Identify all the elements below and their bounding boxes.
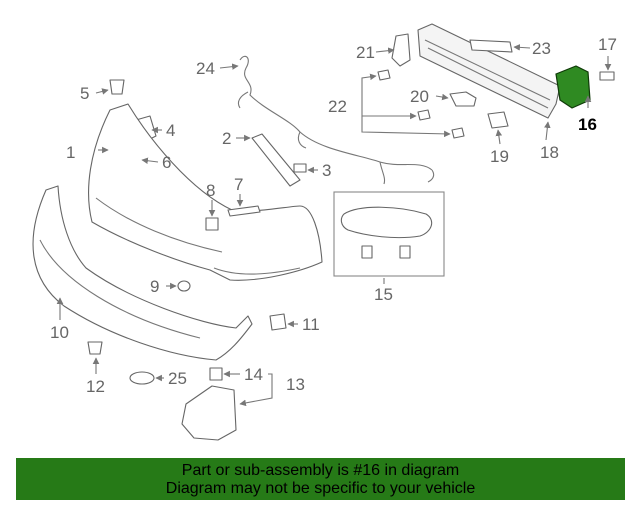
part-info-line: Part or sub-assembly is #16 in diagram	[181, 462, 460, 479]
trim-strip[interactable]	[227, 205, 261, 217]
callout-12: 12	[86, 377, 105, 396]
clip-12[interactable]	[87, 341, 103, 355]
disclaimer-line: Diagram may not be specific to your vehi…	[165, 480, 476, 497]
callout-24: 24	[196, 59, 215, 78]
callout-18: 18	[540, 143, 559, 162]
callout-19: 19	[490, 147, 509, 166]
label-plate[interactable]	[205, 217, 219, 231]
side-bracket-strip[interactable]	[251, 133, 301, 187]
bracket-bar[interactable]	[469, 39, 513, 53]
small-mount[interactable]	[449, 91, 477, 107]
wiring-harness[interactable]	[237, 55, 435, 185]
callout-16-highlighted: 16	[578, 115, 597, 134]
callout-21: 21	[356, 43, 375, 62]
callout-8: 8	[206, 181, 215, 200]
bumper-cover[interactable]	[88, 103, 323, 281]
bolt-17[interactable]	[599, 71, 615, 81]
callout-9: 9	[150, 277, 159, 296]
cap-25[interactable]	[129, 371, 155, 385]
stay-bracket[interactable]	[487, 111, 509, 129]
callout-1: 1	[66, 143, 75, 162]
callout-4: 4	[166, 121, 175, 140]
callout-15: 15	[374, 285, 393, 304]
clip-14[interactable]	[209, 367, 223, 381]
callout-3: 3	[322, 161, 331, 180]
callout-23: 23	[532, 39, 551, 58]
callout-6: 6	[162, 153, 171, 172]
screw-3[interactable]	[293, 163, 307, 173]
clip-5[interactable]	[109, 79, 125, 95]
fastener-22c[interactable]	[451, 127, 465, 139]
parts-diagram: 1 2 3 4 5 6 7 8 9 10 11 12 13 14 15 16 1…	[32, 23, 617, 441]
sensor-bracket-highlighted[interactable]	[555, 65, 591, 109]
callout-17: 17	[598, 35, 617, 54]
fastener-22a[interactable]	[377, 69, 391, 81]
callout-11: 11	[302, 315, 320, 334]
callout-14: 14	[244, 365, 263, 384]
bracket-upper[interactable]	[391, 33, 411, 67]
callout-2: 2	[222, 129, 231, 148]
callout-5: 5	[80, 84, 89, 103]
callout-7: 7	[234, 175, 243, 194]
fastener-22b[interactable]	[417, 109, 431, 121]
callout-13: 13	[286, 375, 305, 394]
grommet-9[interactable]	[177, 280, 191, 292]
callout-25: 25	[168, 369, 187, 388]
bracket-assembly-13[interactable]	[181, 385, 237, 441]
reinforcement-beam[interactable]	[417, 23, 561, 119]
lower-valance[interactable]	[32, 185, 253, 361]
callout-22: 22	[328, 97, 347, 116]
part-info-banner: Part or sub-assembly is #16 in diagram D…	[16, 458, 625, 500]
bolt-11[interactable]	[269, 313, 287, 331]
callout-20: 20	[410, 87, 429, 106]
callout-10: 10	[50, 323, 69, 342]
lamp-inset[interactable]	[333, 191, 445, 277]
